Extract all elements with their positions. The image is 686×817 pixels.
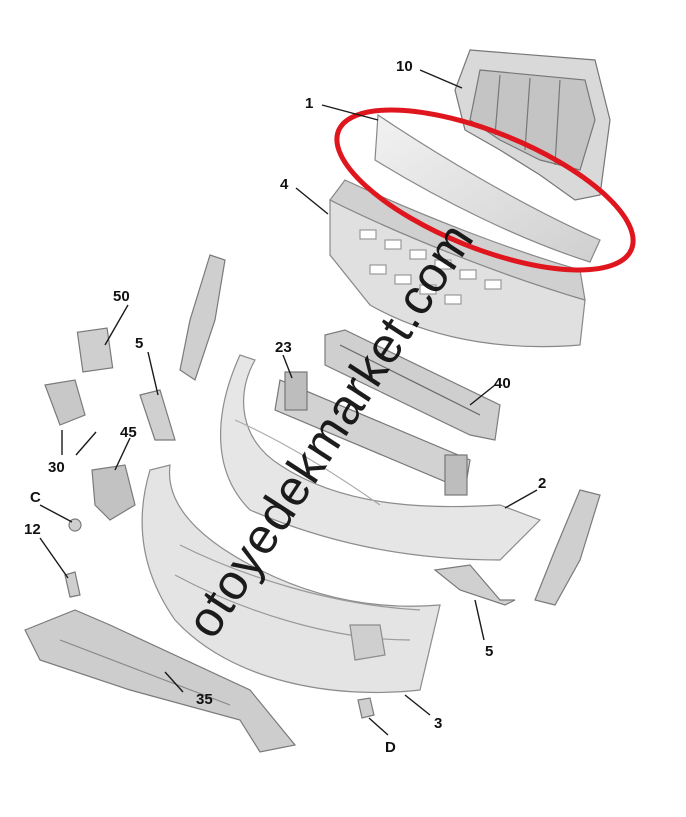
callout-d: D (385, 739, 396, 756)
callout-5-left: 5 (135, 335, 144, 352)
callout-5-right: 5 (485, 643, 494, 660)
part-35-undertray (24, 609, 297, 753)
callout-2: 2 (538, 475, 547, 492)
part-1-grille-trim (374, 113, 601, 263)
callout-1: 1 (305, 95, 314, 112)
part-5-right-bracket (433, 564, 516, 606)
callout-c: C (30, 489, 41, 506)
callout-23: 23 (275, 339, 292, 356)
callout-35: 35 (196, 691, 213, 708)
part-right-side-support (534, 489, 601, 606)
callout-3: 3 (434, 715, 443, 732)
part-23-beam (274, 371, 471, 496)
callout-50: 50 (113, 288, 130, 305)
highlight-ellipse (334, 107, 636, 273)
part-left-side-support (179, 254, 226, 381)
callout-10: 10 (396, 58, 413, 75)
part-45-fog-cover (91, 464, 136, 521)
part-10-upper-frame (454, 49, 611, 201)
callout-30: 30 (48, 459, 65, 476)
part-2-upper-bumper (220, 354, 542, 561)
part-5-left-bracket (139, 389, 176, 441)
part-3-front-bumper (141, 464, 441, 694)
callout-4: 4 (280, 176, 289, 193)
leader-lines (39, 69, 538, 736)
part-30-cover (44, 379, 86, 426)
part-40-absorber (324, 329, 501, 441)
callout-45: 45 (120, 424, 137, 441)
callout-12: 12 (24, 521, 41, 538)
part-d-clip (357, 697, 375, 719)
callout-40: 40 (494, 375, 511, 392)
part-12-clip (64, 571, 81, 598)
part-50-bracket (76, 327, 114, 373)
